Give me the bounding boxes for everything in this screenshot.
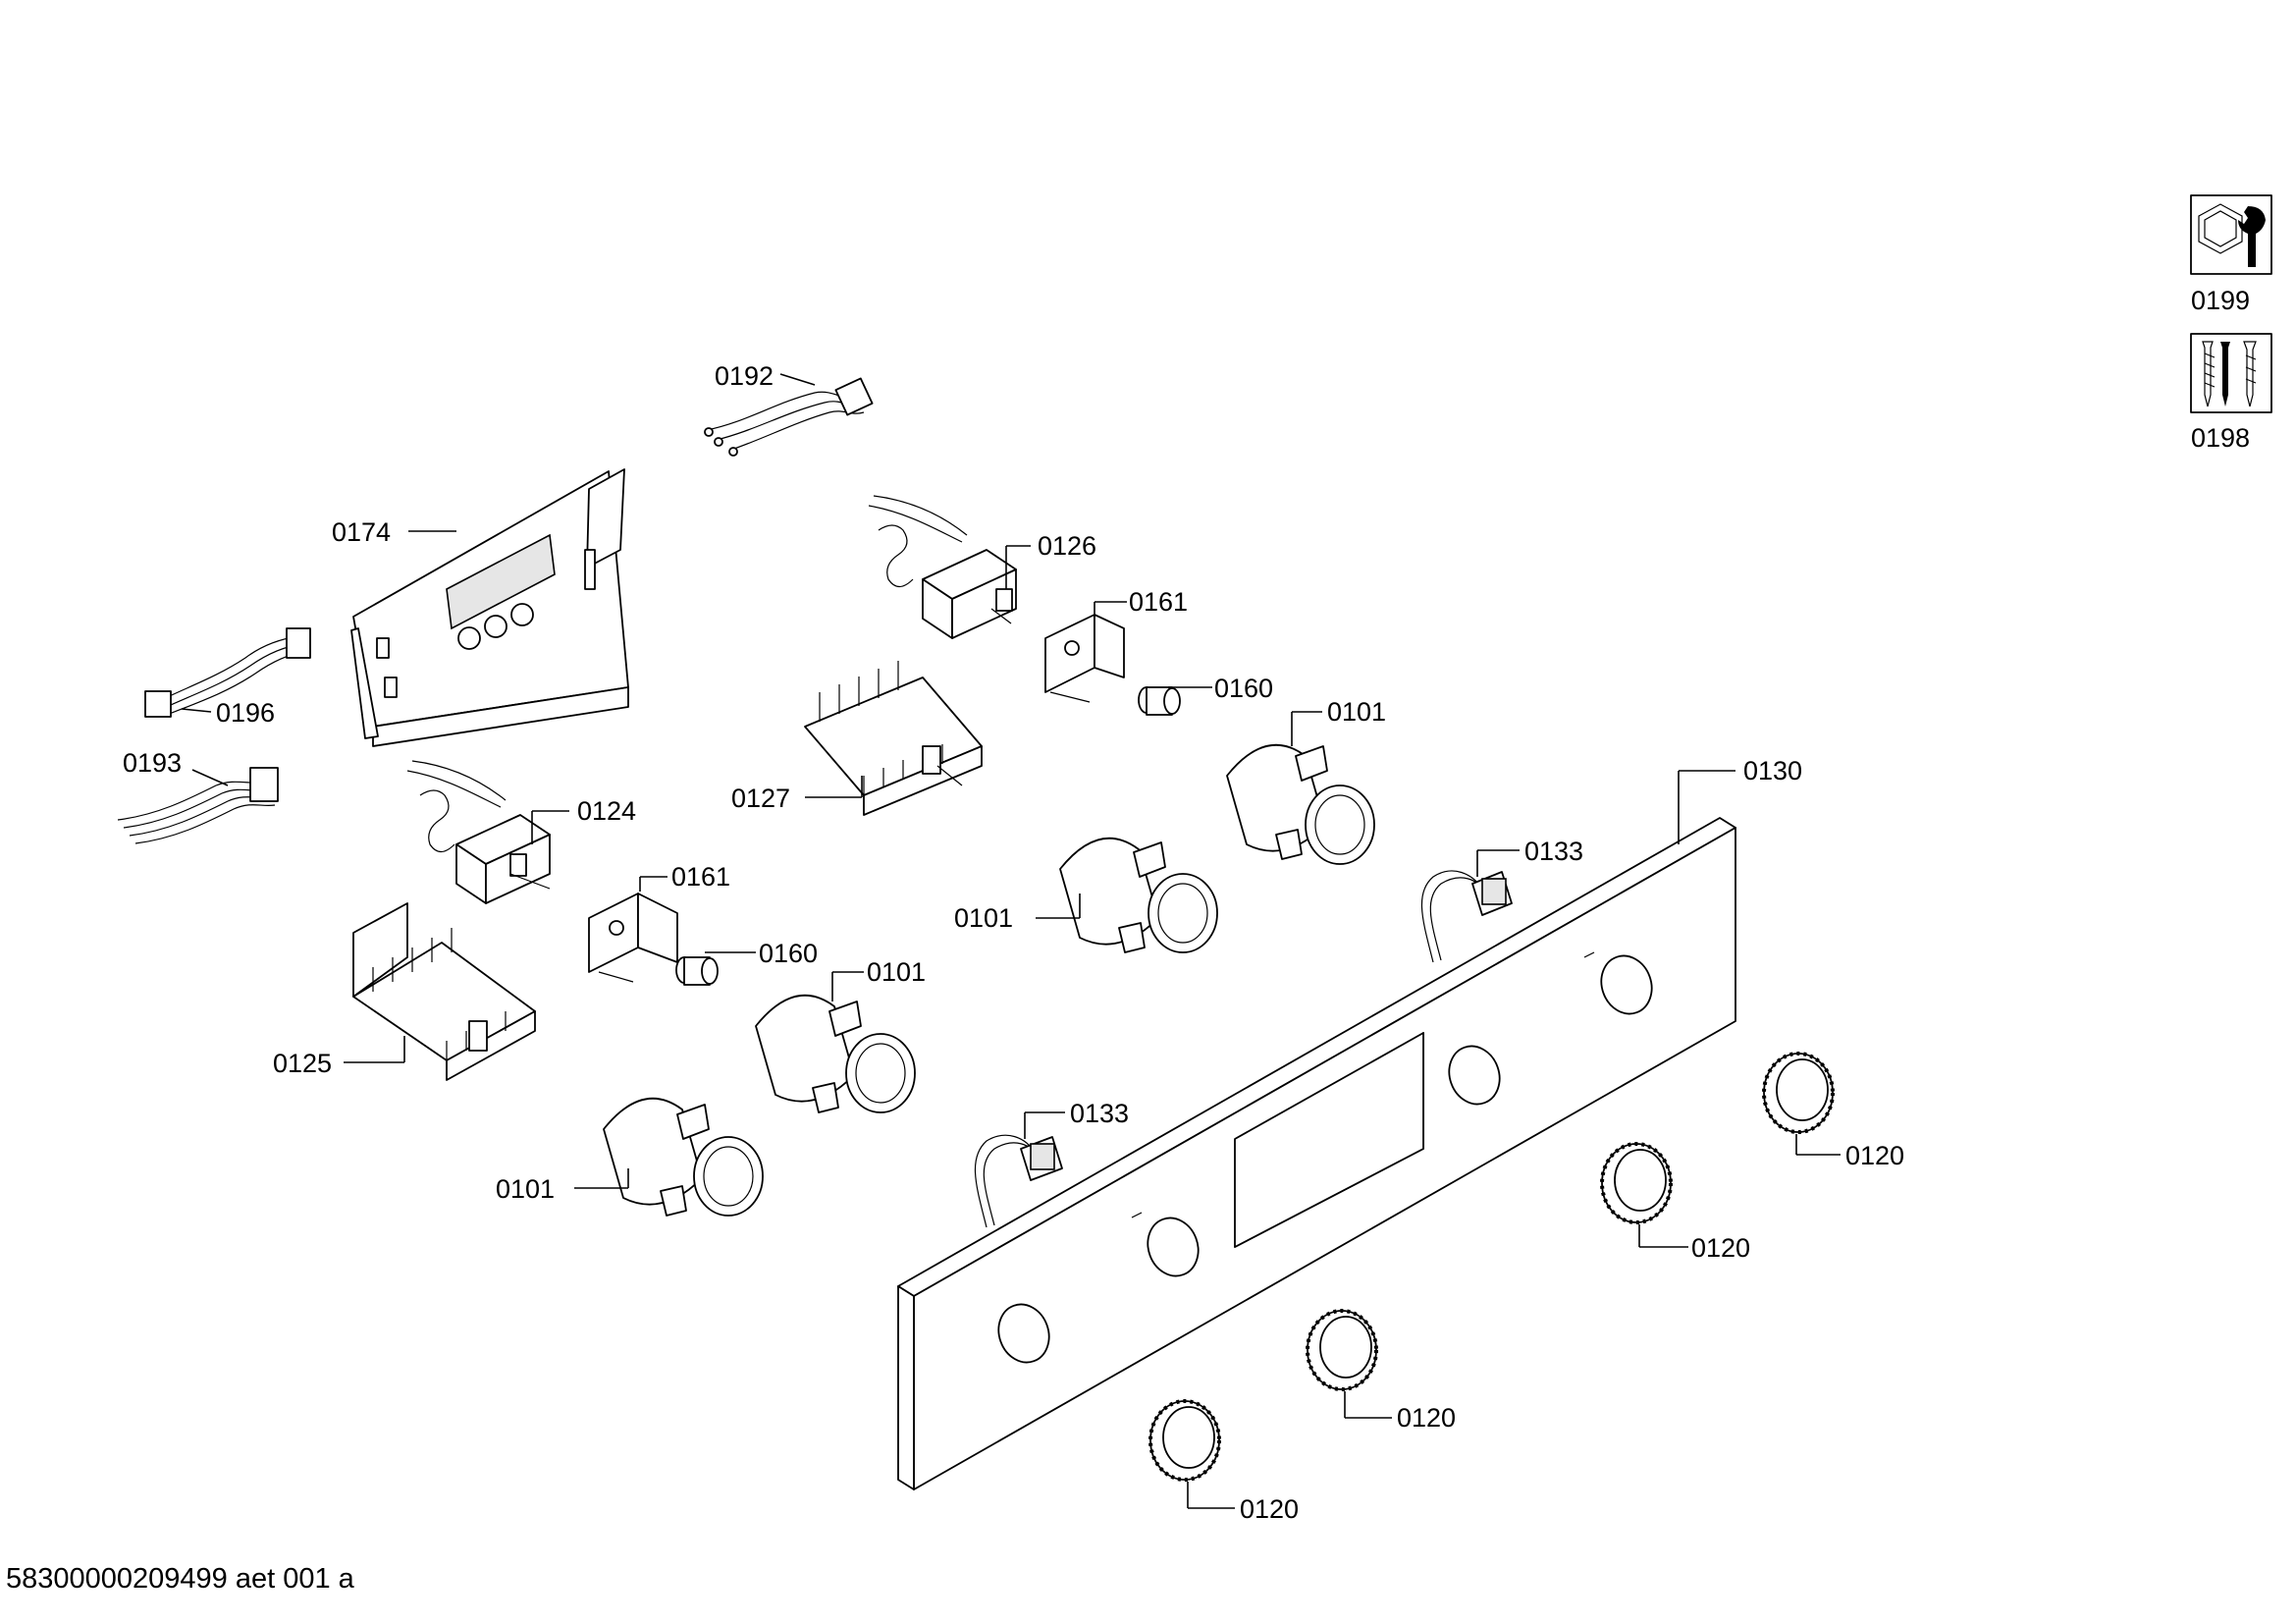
callout-0101-d: 0101 [496, 1174, 555, 1204]
callout-0174: 0174 [332, 517, 391, 547]
callout-0161-upper: 0161 [1129, 587, 1188, 617]
callout-0120-b: 0120 [1691, 1233, 1750, 1263]
thermostat-0126 [868, 495, 1017, 639]
callout-0192: 0192 [715, 361, 774, 391]
lamp-holder-0160-lower [675, 956, 719, 986]
knob-0101-c [755, 994, 916, 1113]
callout-0101-a: 0101 [1327, 697, 1386, 727]
knob-0101-a [1226, 743, 1375, 865]
knob-ring-0120-d [1148, 1399, 1221, 1482]
bracket-0161-lower [588, 893, 678, 983]
icon-label-0199: 0199 [2191, 286, 2250, 315]
lamp-holder-0160-upper [1138, 686, 1181, 716]
cable-harness-0193 [117, 767, 279, 844]
knob-ring-0120-a [1762, 1052, 1835, 1134]
screws-icon [2190, 333, 2272, 413]
bracket-0161-upper [1044, 614, 1125, 703]
selector-switch-0127 [804, 661, 983, 816]
callout-0125: 0125 [273, 1049, 332, 1078]
callout-0101-b: 0101 [954, 903, 1013, 933]
callout-0120-a: 0120 [1845, 1141, 1904, 1170]
callout-0124: 0124 [577, 796, 636, 826]
callout-0130: 0130 [1743, 756, 1802, 785]
knob-ring-0120-b [1600, 1142, 1673, 1224]
knob-0101-d [603, 1097, 764, 1217]
selector-switch-0125 [352, 902, 536, 1081]
cable-harness-0196 [144, 627, 311, 718]
lamp-wiring-0133-lower [974, 1134, 1063, 1228]
control-panel-0130 [897, 817, 1736, 1490]
document-id: 58300000209499 aet 001 a [6, 1563, 354, 1595]
thermostat-0124 [406, 760, 551, 904]
knob-0101-b [1059, 837, 1218, 953]
icon-label-0198: 0198 [2191, 423, 2250, 453]
callout-0101-c: 0101 [867, 957, 926, 987]
callout-0193: 0193 [123, 748, 182, 778]
callout-0126: 0126 [1038, 531, 1096, 561]
knob-ring-0120-c [1306, 1309, 1378, 1391]
nut-and-wrench-icon [2190, 194, 2272, 275]
callout-0120-c: 0120 [1397, 1403, 1456, 1433]
callout-0160-upper: 0160 [1214, 674, 1273, 703]
cable-harness-0192 [704, 377, 874, 457]
callout-0127: 0127 [731, 784, 790, 813]
callout-0120-d: 0120 [1240, 1494, 1299, 1524]
lamp-wiring-0133-upper [1420, 870, 1513, 963]
callout-0196: 0196 [216, 698, 275, 728]
callout-0160-lower: 0160 [759, 939, 818, 968]
callout-0161-lower: 0161 [671, 862, 730, 892]
control-module-0174 [350, 468, 629, 747]
callout-0133-lower: 0133 [1070, 1099, 1129, 1128]
callout-0133-upper: 0133 [1524, 837, 1583, 866]
